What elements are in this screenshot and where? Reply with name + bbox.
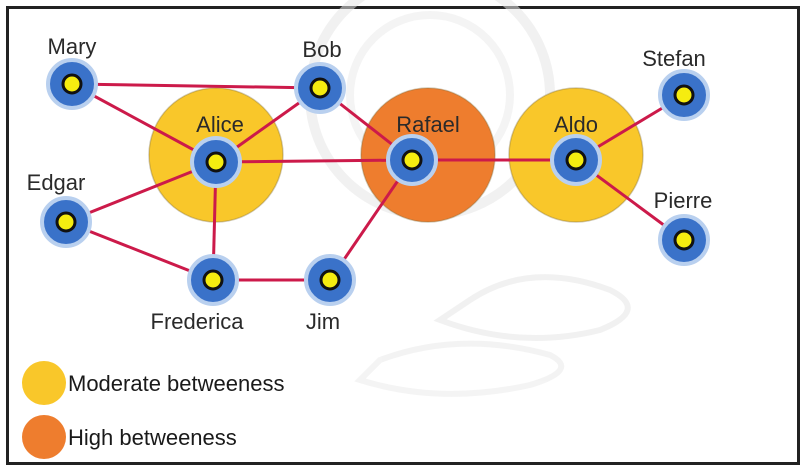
node-stefan-label: Stefan	[642, 46, 706, 71]
nodes: Mary Bob Alice Rafael Aldo Stefan	[27, 34, 713, 334]
node-jim-label: Jim	[306, 309, 340, 334]
node-stefan-core	[673, 84, 695, 106]
legend-swatch-moderate	[22, 361, 66, 405]
node-bob-core	[309, 77, 331, 99]
node-edgar-label: Edgar	[27, 170, 86, 195]
node-pierre-core	[673, 229, 695, 251]
node-rafael: Rafael	[386, 112, 460, 186]
node-alice: Alice	[190, 112, 244, 188]
node-edgar-core	[55, 211, 77, 233]
node-aldo-label: Aldo	[554, 112, 598, 137]
node-alice-core	[205, 151, 227, 173]
legend-item-high: High betweeness	[22, 415, 237, 459]
node-alice-label: Alice	[196, 112, 244, 137]
node-stefan: Stefan	[642, 46, 710, 121]
legend-label-high: High betweeness	[68, 425, 237, 450]
legend-item-moderate: Moderate betweeness	[22, 361, 284, 405]
node-pierre-label: Pierre	[654, 188, 713, 213]
node-rafael-core	[401, 149, 423, 171]
edge-mary-alice	[71, 82, 217, 164]
edge-edgar-alice	[65, 160, 217, 224]
node-frederica-core	[202, 269, 224, 291]
edge-edgar-frederica	[65, 220, 214, 282]
node-frederica: Frederica	[151, 254, 245, 334]
edge-mary-bob	[71, 82, 321, 90]
node-mary-label: Mary	[48, 34, 97, 59]
node-edgar: Edgar	[27, 170, 92, 248]
node-mary-core	[61, 73, 83, 95]
legend-swatch-high	[22, 415, 66, 459]
node-bob: Bob	[294, 37, 346, 114]
node-aldo-core	[565, 149, 587, 171]
legend: Moderate betweeness High betweeness	[22, 361, 284, 459]
node-mary: Mary	[46, 34, 98, 110]
node-pierre: Pierre	[654, 188, 713, 266]
node-frederica-label: Frederica	[151, 309, 245, 334]
node-jim-core	[319, 269, 341, 291]
node-jim: Jim	[304, 254, 356, 334]
node-aldo: Aldo	[550, 112, 602, 186]
node-rafael-label: Rafael	[396, 112, 460, 137]
edge-alice-rafael	[215, 158, 413, 164]
node-bob-label: Bob	[302, 37, 341, 62]
legend-label-moderate: Moderate betweeness	[68, 371, 284, 396]
